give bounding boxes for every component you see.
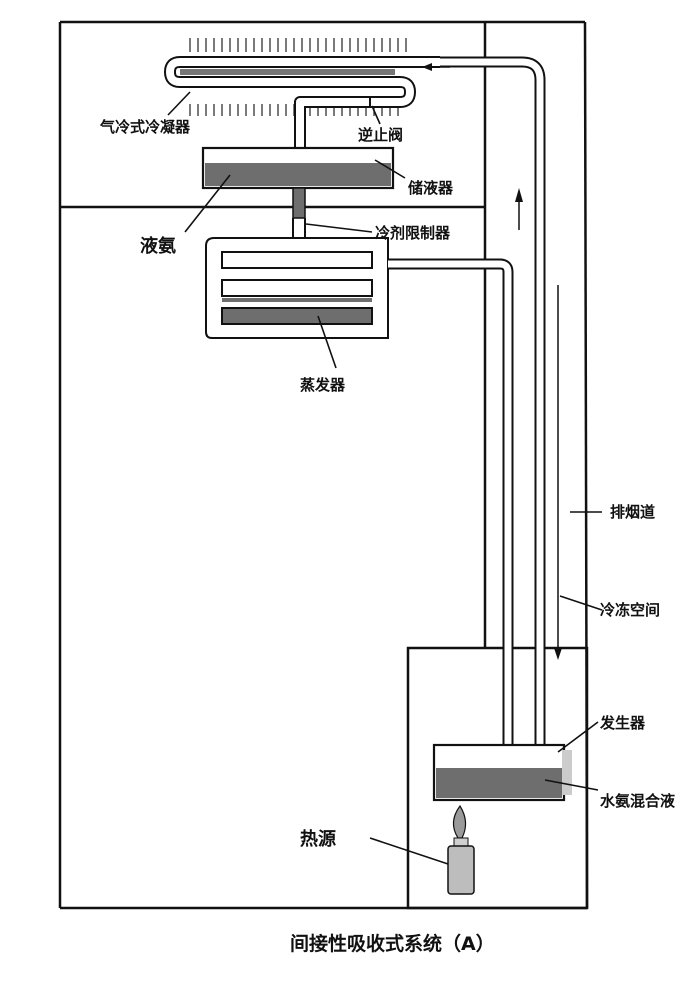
label-evaporator: 蒸发器 (300, 376, 346, 394)
label-heat-source: 热源 (300, 828, 336, 850)
evaporator-tube-1 (221, 251, 373, 269)
leader-lines (167, 91, 603, 865)
label-receiver: 储液器 (408, 179, 454, 197)
label-condenser: 气冷式冷凝器 (99, 118, 191, 136)
label-flue: 排烟道 (610, 503, 655, 521)
evaporator (205, 237, 389, 339)
burner-icon (447, 845, 475, 895)
evaporator-return-pipe (388, 258, 514, 770)
flow-arrow-head-condenser (422, 63, 432, 71)
heat-source (447, 804, 475, 895)
evaporator-tube-2 (221, 279, 373, 297)
label-freezer-space: 冷冻空间 (600, 601, 660, 619)
condenser (164, 38, 440, 148)
generator-compartment (406, 646, 589, 910)
cabinet (58, 20, 589, 910)
vapour-pipe (422, 56, 546, 748)
label-refrigerant-restrictor: 冷剂限制器 (375, 224, 451, 242)
restrictor-pipe (292, 187, 306, 240)
label-liquid-ammonia: 液氨 (140, 235, 176, 257)
label-generator: 发生器 (599, 714, 646, 732)
receiver-liquid (205, 163, 391, 186)
freezer-down-arrow (554, 648, 562, 660)
label-water-ammonia-solution: 水氨混合液 (600, 792, 676, 810)
figure-caption: 间接性吸收式系统（A） (290, 932, 495, 955)
generator-liquid (436, 768, 562, 798)
evaporator-tube-3 (221, 307, 373, 325)
flame-icon (452, 804, 467, 839)
condenser-fins (189, 38, 407, 116)
flue-up-arrow (515, 188, 523, 230)
receiver (201, 146, 395, 190)
label-check-valve: 逆止阀 (358, 126, 403, 144)
generator (432, 743, 572, 802)
